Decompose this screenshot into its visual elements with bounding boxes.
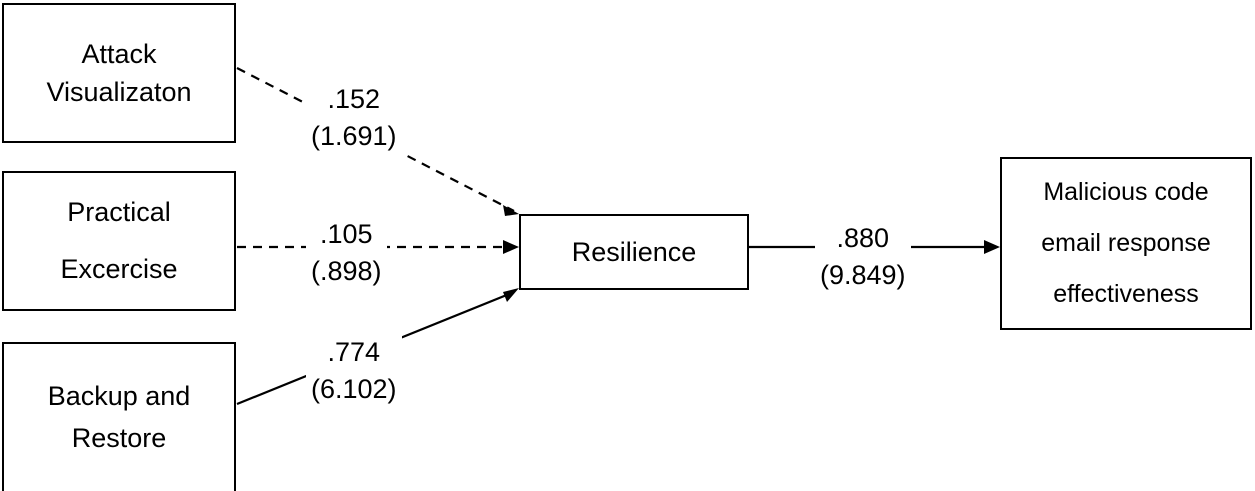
arrowhead-icon <box>984 240 1000 254</box>
node-label-line: Attack <box>81 38 157 69</box>
path-coefficient: .880 <box>836 223 890 253</box>
arrowhead-icon <box>503 205 519 216</box>
path-coefficient: .152 <box>327 84 381 114</box>
node-label-line: Malicious code <box>1043 177 1209 206</box>
node-backup-restore: Backup and Restore <box>2 342 236 491</box>
node-label-line: Resilience <box>571 236 697 267</box>
arrowhead-icon <box>503 288 519 302</box>
node-outcome: Malicious code email response effectiven… <box>1000 157 1252 330</box>
arrowhead-icon <box>503 240 519 254</box>
edge-practical-exercise-to-resilience <box>237 240 519 254</box>
node-label-line: Restore <box>71 423 167 453</box>
node-label-line: Excercise <box>60 254 178 284</box>
path-label-practical-exercise: .105 (.898) <box>306 215 387 291</box>
node-label-line: Visualizaton <box>46 77 192 107</box>
edge-attack-visualization-to-resilience <box>236 67 519 216</box>
path-label-backup-restore: .774 (6.102) <box>306 333 402 409</box>
path-t-value: (9.849) <box>820 259 906 290</box>
path-t-value: (6.102) <box>311 373 397 404</box>
node-resilience: Resilience <box>519 214 749 290</box>
node-label-line: Practical <box>67 197 171 228</box>
path-t-value: (.898) <box>311 255 382 286</box>
node-label-line: email response <box>1041 228 1211 257</box>
node-attack-visualization: Attack Visualizaton <box>2 3 236 143</box>
path-label-resilience-to-outcome: .880 (9.849) <box>815 219 911 295</box>
path-t-value: (1.691) <box>311 120 397 151</box>
node-label-line: effectiveness <box>1053 280 1199 309</box>
path-label-attack-visualization: .152 (1.691) <box>306 80 402 156</box>
path-coefficient: .105 <box>319 219 373 249</box>
node-practical-exercise: Practical Excercise <box>2 171 236 311</box>
path-coefficient: .774 <box>327 337 381 367</box>
node-label-line: Backup and <box>47 381 191 412</box>
